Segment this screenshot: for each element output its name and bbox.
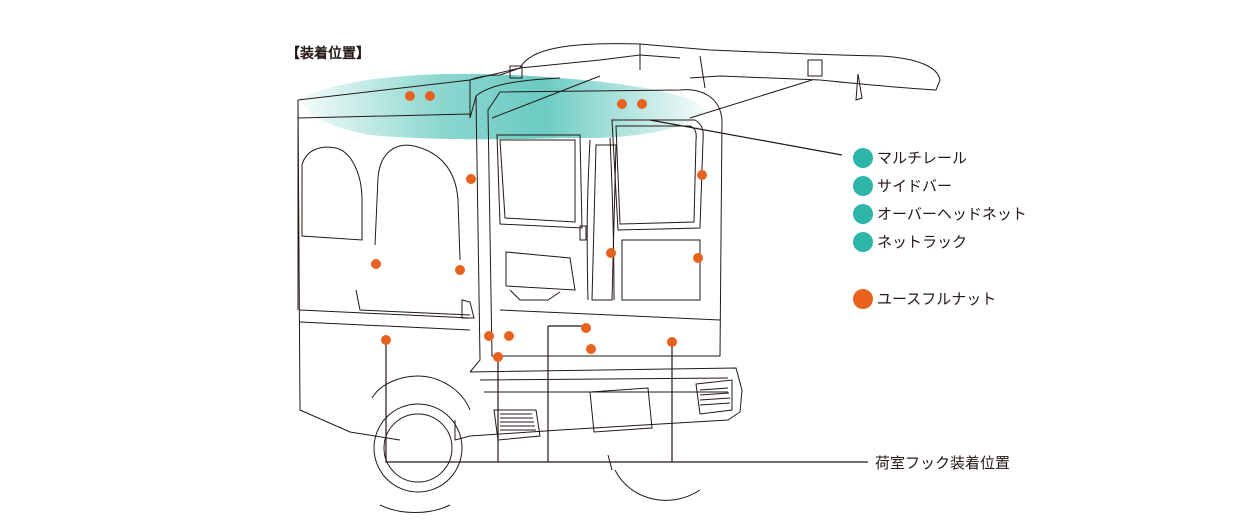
legend-item-side-bar: サイドバー — [853, 175, 952, 196]
legend-item-net-rack: ネットラック — [853, 231, 967, 252]
legend-item-useful-nut: ユースフルナット — [853, 288, 996, 309]
legend-label: オーバーヘッドネット — [877, 205, 1027, 223]
legend-label: ネットラック — [877, 233, 968, 251]
van-outline — [297, 43, 941, 513]
legend-label: サイドバー — [877, 177, 953, 195]
legend-dot-icon — [853, 288, 873, 309]
nut-dot — [504, 331, 514, 341]
nut-dot — [586, 344, 596, 354]
nut-dot — [425, 91, 435, 101]
nut-dot — [371, 259, 381, 269]
legend-label: ユースフルナット — [877, 290, 997, 308]
page-title: 【装着位置】 — [286, 46, 370, 62]
nut-dot — [667, 337, 677, 347]
nut-dot — [606, 248, 616, 258]
hook-location-label: 荷室フック装着位置 — [875, 454, 1011, 472]
nut-dot — [697, 170, 707, 180]
legend-dot-icon — [853, 175, 873, 196]
ceiling-highlight — [300, 73, 705, 140]
legend-dot-icon — [853, 203, 873, 224]
legend-dot-icon — [853, 147, 873, 168]
nut-dot — [617, 99, 627, 109]
nut-dot — [405, 91, 415, 101]
nut-dot — [693, 253, 703, 263]
nut-dots — [371, 91, 707, 362]
legend-item-multi-rail: マルチレール — [853, 147, 967, 168]
legend-item-overhead-net: オーバーヘッドネット — [853, 203, 1027, 224]
nut-dot — [466, 174, 476, 184]
nut-dot — [484, 331, 494, 341]
nut-dot — [381, 335, 391, 345]
nut-dot — [455, 265, 465, 275]
leader-lines — [385, 119, 868, 463]
legend-label: マルチレール — [877, 149, 968, 167]
legend-dot-icon — [853, 231, 873, 252]
nut-dot — [493, 352, 503, 362]
nut-dot — [581, 323, 591, 333]
nut-dot — [637, 99, 647, 109]
